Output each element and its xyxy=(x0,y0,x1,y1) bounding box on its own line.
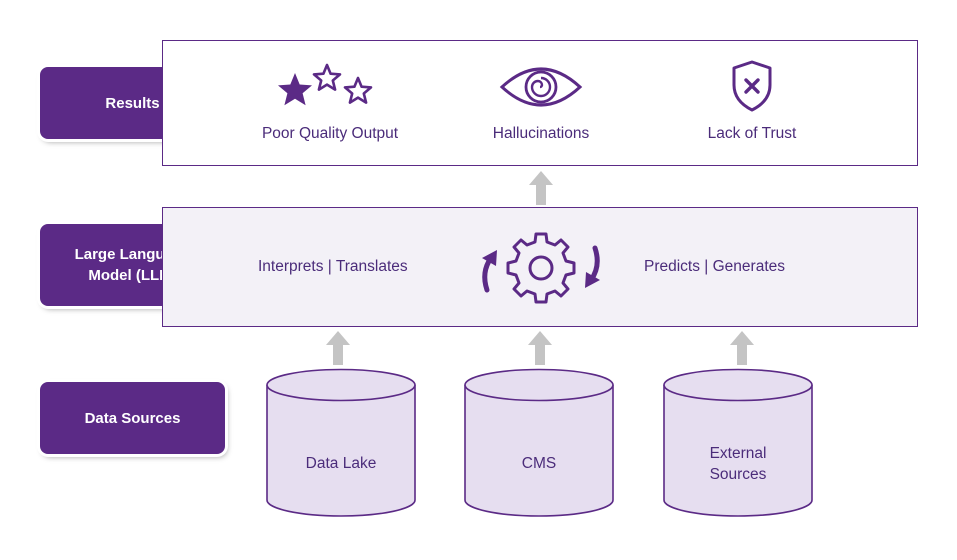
data-lake-cylinder xyxy=(266,368,416,517)
external-sources-cylinder xyxy=(663,368,813,517)
up-arrow-icon xyxy=(730,331,754,365)
eye-spiral-icon xyxy=(499,67,583,107)
result-label: Poor Quality Output xyxy=(261,125,399,142)
results-panel: Poor Quality Output Hallucinations Lack … xyxy=(162,40,918,166)
data-sources-layer-label: Data Sources xyxy=(40,382,225,454)
source-label-cms: CMS xyxy=(521,455,557,472)
source-label-external-sources: External Sources xyxy=(709,445,767,483)
llm-right-text: Predicts | Generates xyxy=(644,258,786,275)
shield-x-icon xyxy=(732,60,772,112)
source-label-data-lake: Data Lake xyxy=(305,455,377,472)
result-label: Hallucinations xyxy=(492,125,590,142)
stars-icon xyxy=(278,63,373,106)
result-label: Lack of Trust xyxy=(707,125,797,142)
cms-cylinder xyxy=(464,368,614,517)
up-arrow-icon xyxy=(528,331,552,365)
llm-panel: Interprets | Translates Predicts | Gener… xyxy=(162,207,918,327)
llm-left-text: Interprets | Translates xyxy=(258,258,408,275)
up-arrow-icon xyxy=(529,171,553,205)
up-arrow-icon xyxy=(326,331,350,365)
gear-cycle-icon xyxy=(482,232,600,304)
